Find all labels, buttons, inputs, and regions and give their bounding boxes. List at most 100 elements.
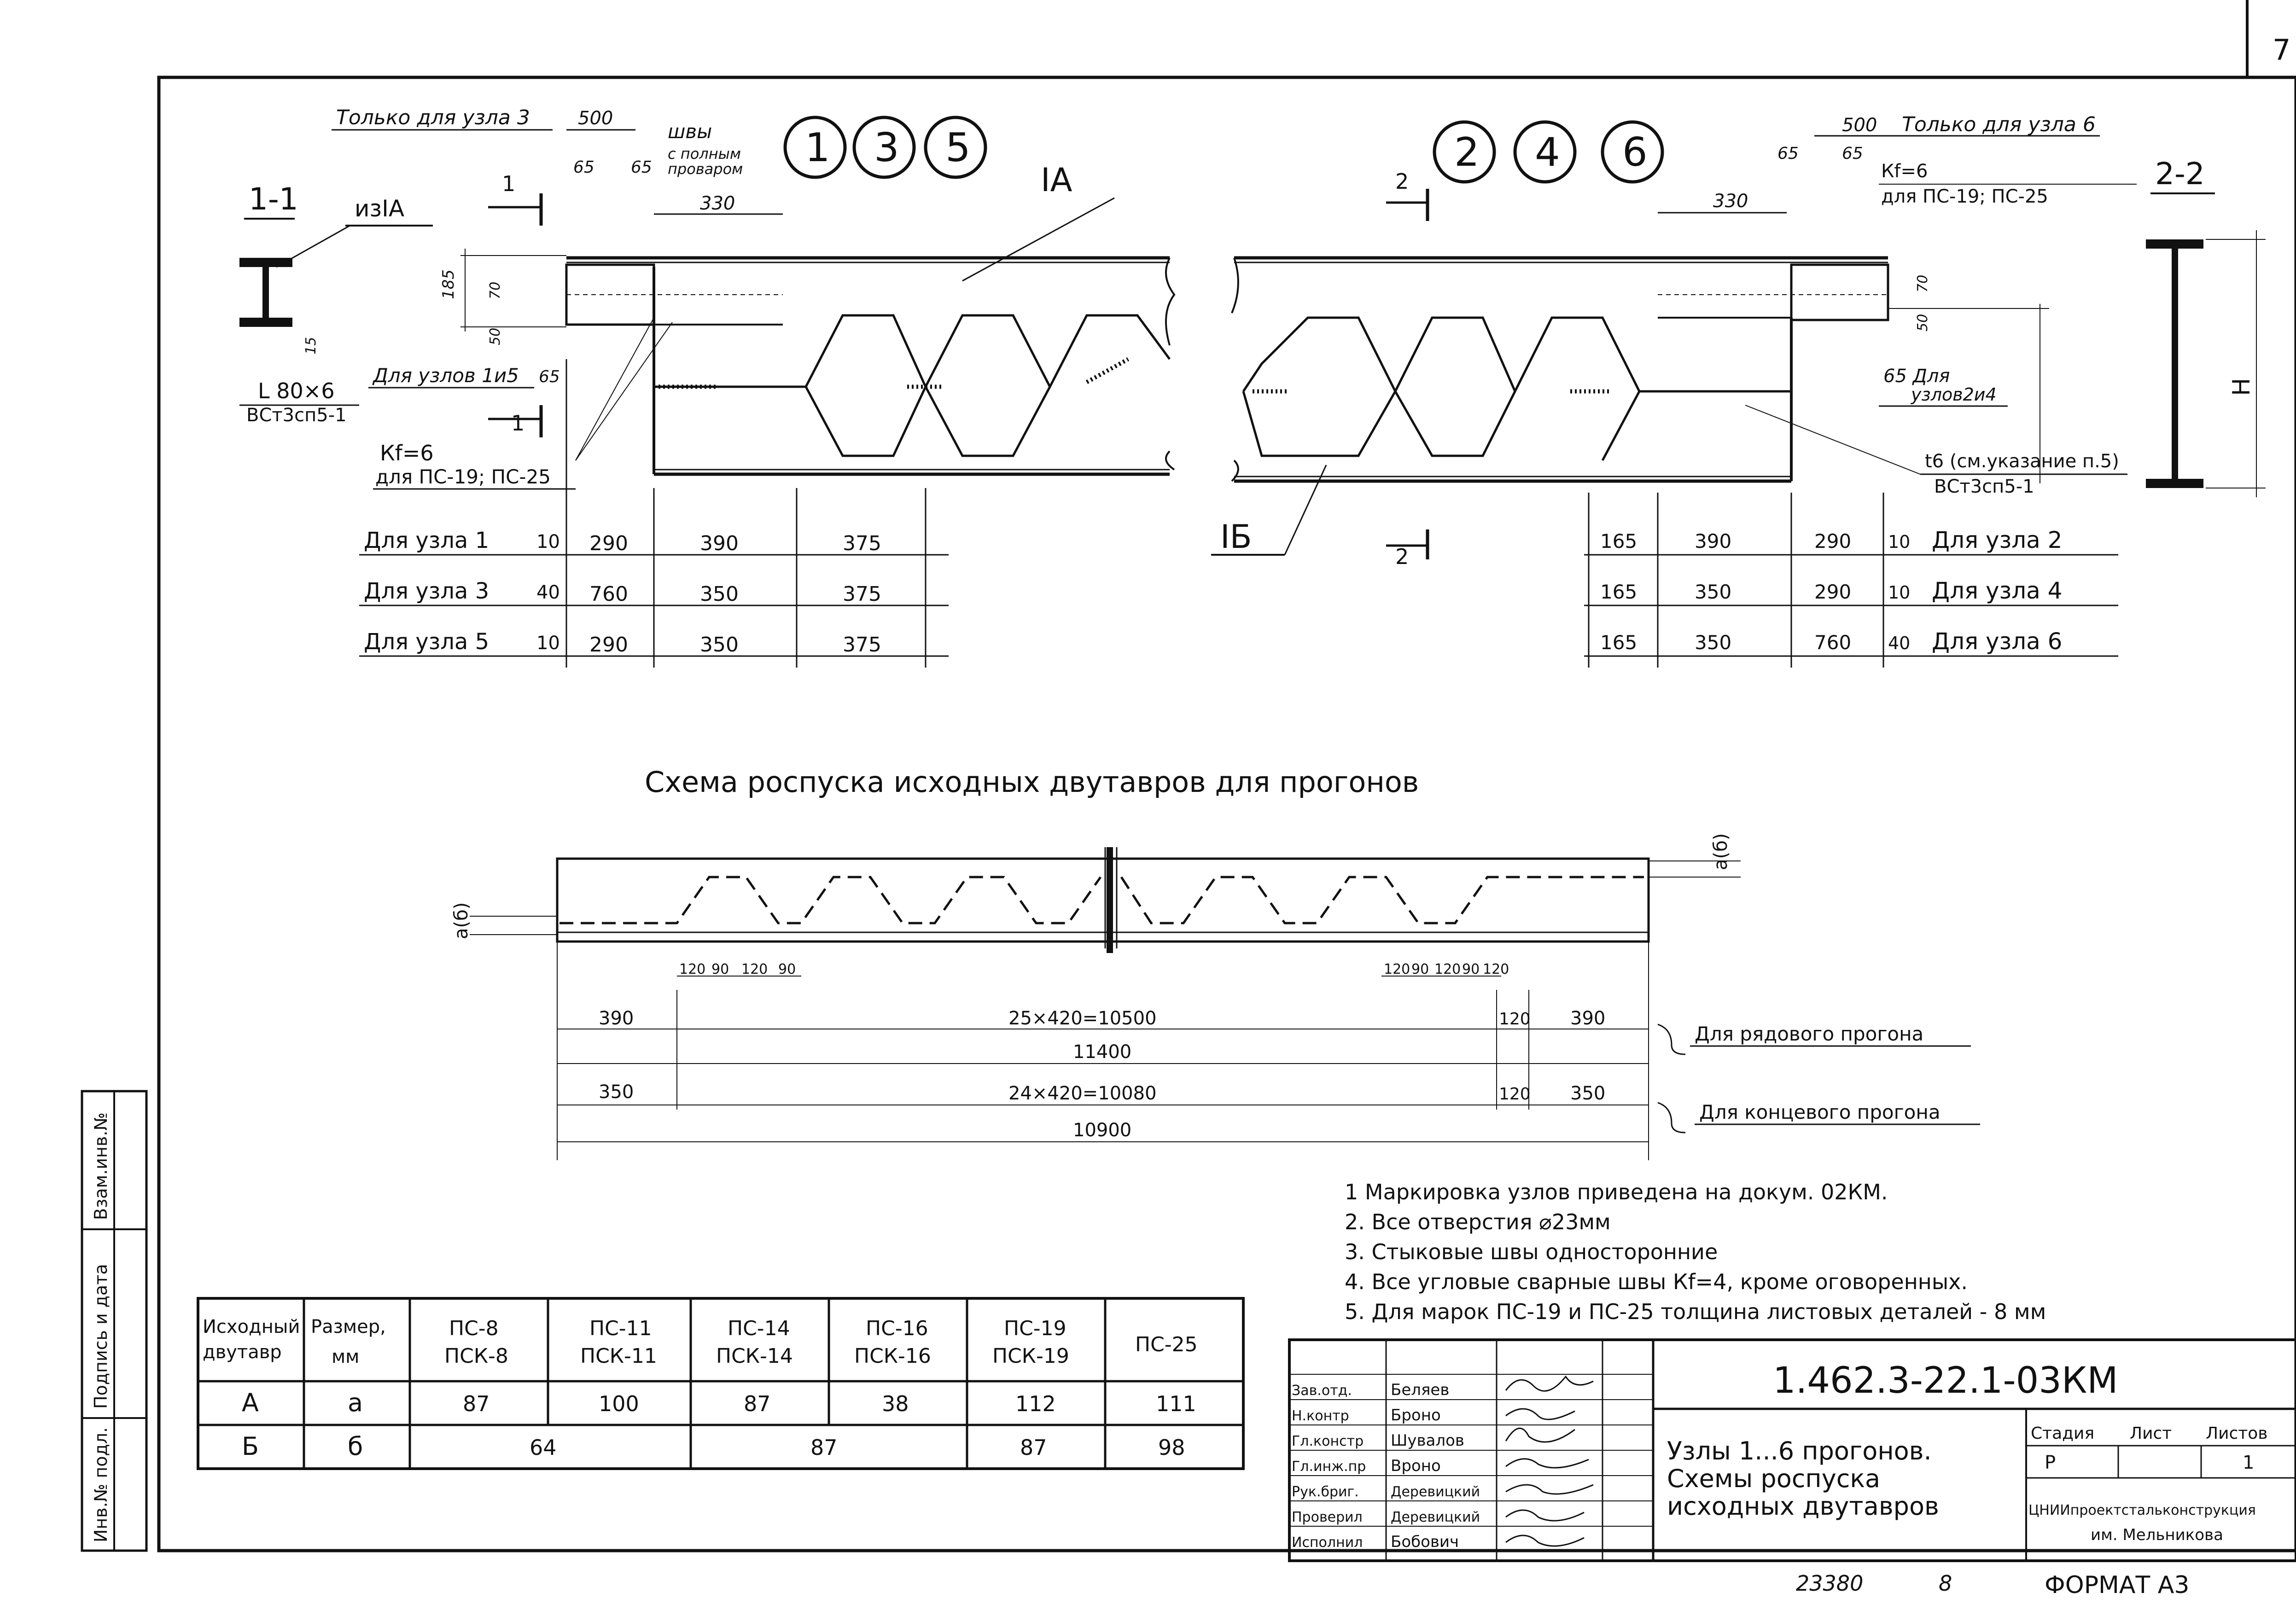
left-row1-d: 375 <box>843 532 881 555</box>
dim-50-right: 50 <box>1915 314 1931 331</box>
steel-grade-a: ВСт3сп5-1 <box>246 405 347 426</box>
left-row3-label: Для узла 5 <box>364 629 489 655</box>
rb-3: 87 <box>810 1435 838 1460</box>
name-2: Шувалов <box>1391 1431 1464 1450</box>
dim-70-right: 70 <box>1915 275 1931 292</box>
doc-code: 1.462.3-22.1-03КМ <box>1773 1360 2118 1401</box>
ra-6: 112 <box>1015 1391 1056 1416</box>
section-1-mark-b: 1 <box>511 411 524 436</box>
note-2: 2. Все отверстия ⌀23мм <box>1345 1209 1611 1234</box>
section-1-mark: 1 <box>502 171 515 196</box>
rb-2: 64 <box>530 1435 557 1460</box>
section-2-mark-b: 2 <box>1395 544 1409 569</box>
weld-note-1: швы <box>668 120 712 143</box>
side-stamp: Взам.инв.№ Подпись и дата Инв.№ подл. <box>81 1090 148 1552</box>
left-row2-c: 350 <box>700 582 739 606</box>
small-dims: 120 90 120 90 120 90 120 90 120 <box>677 961 1509 977</box>
right-row2-c: 290 <box>1814 581 1851 603</box>
right-row3-c: 760 <box>1814 631 1851 654</box>
left-row2-d: 375 <box>843 582 881 606</box>
row2-r1: 120 <box>1499 1085 1531 1104</box>
row2-left: 350 <box>599 1081 634 1103</box>
steel-grade-b: ВСт3сп5-1 <box>1934 476 2034 497</box>
only-for-node-6: Только для узла 6 <box>1902 113 2096 136</box>
left-dim-table: Для узла 1 10 290 390 375 Для узла 3 40 … <box>359 359 949 668</box>
left-row1-b: 290 <box>589 532 628 555</box>
stage-value: Р <box>2045 1452 2056 1473</box>
node-num-1: 1 <box>805 125 830 171</box>
right-row1-label: Для узла 2 <box>1932 527 2062 553</box>
for-ps-left: для ПС-19; ПС-25 <box>375 465 551 488</box>
right-row1-d: 10 <box>1888 532 1910 552</box>
ra-5: 38 <box>882 1391 909 1416</box>
node-circle-3 <box>852 116 916 179</box>
notes: 1 Маркировка узлов приведена на докум. 0… <box>1345 1180 2046 1324</box>
left-row2-a: 40 <box>536 582 560 603</box>
th-7a: ПС-25 <box>1135 1333 1198 1356</box>
for-ps-right: для ПС-19; ПС-25 <box>1881 186 2048 207</box>
rb-0: Б <box>242 1432 259 1461</box>
role-6: Исполнил <box>1292 1535 1363 1551</box>
row1-total: 11400 <box>1073 1041 1131 1063</box>
row2-total: 10900 <box>1073 1120 1131 1141</box>
sheets-header: Листов <box>2206 1424 2267 1443</box>
th-1a: Размер, <box>311 1316 386 1337</box>
from-IA: изIA <box>355 195 404 222</box>
side-stamp-sign: Подпись и дата <box>91 1264 111 1409</box>
beam-IB <box>1231 256 1889 483</box>
dim-70-left: 70 <box>487 282 503 299</box>
left-row1-c: 390 <box>700 532 739 555</box>
row2-mid: 24×420=10080 <box>1008 1083 1157 1104</box>
beam-IA <box>565 256 1176 476</box>
right-row2-b: 350 <box>1695 581 1731 603</box>
right-row1-c: 290 <box>1814 530 1851 552</box>
node-circle-2 <box>1433 120 1496 184</box>
node-num-4: 4 <box>1535 129 1560 175</box>
plate-t6: t6 (см.указание п.5) <box>1925 451 2119 472</box>
name-5: Деревицкий <box>1391 1509 1480 1525</box>
for-nodes-1-5: Для узлов 1и5 <box>372 364 519 387</box>
node-num-5: 5 <box>945 125 971 171</box>
left-row3-b: 290 <box>589 633 628 657</box>
right-row1-b: 390 <box>1695 530 1731 552</box>
role-2: Гл.констр <box>1292 1433 1364 1449</box>
title-line-3: исходных двутавров <box>1667 1492 1939 1521</box>
dim-50-left: 50 <box>487 328 503 345</box>
weld-note-2: с полным <box>668 145 741 163</box>
th-5a: ПС-16 <box>866 1317 928 1340</box>
org-line-2: им. Мельникова <box>2091 1526 2223 1544</box>
ra-4: 87 <box>744 1391 771 1416</box>
name-3: Вроно <box>1391 1457 1441 1475</box>
right-row2-label: Для узла 4 <box>1932 577 2062 604</box>
th-3a: ПС-11 <box>589 1317 652 1340</box>
role-1: Н.контр <box>1292 1408 1349 1424</box>
name-6: Бобович <box>1391 1533 1459 1551</box>
dim-330-right: 330 <box>1713 191 1748 212</box>
right-row3-b: 350 <box>1695 631 1731 654</box>
node-circle-4 <box>1513 120 1577 184</box>
left-row3-c: 350 <box>700 633 739 657</box>
sheet-frame: 7 <box>157 0 2296 1552</box>
ra-7: 111 <box>1156 1391 1196 1416</box>
row2-note: Для концевого прогона <box>1699 1101 1941 1123</box>
th-5b: ПСК-16 <box>854 1344 931 1368</box>
role-4: Рук.бриг. <box>1292 1484 1359 1500</box>
row1-r2: 390 <box>1570 1008 1605 1029</box>
left-node: Только для узла 3 500 65 65 швы с полным… <box>239 106 1176 668</box>
name-1: Броно <box>1391 1406 1441 1424</box>
dim-65-right-b: 65 <box>1842 144 1863 163</box>
th-0b: двутавр <box>203 1342 282 1363</box>
right-node: 2 4 6 500 Только для узла 6 65 65 Кf=6 д… <box>1211 113 2266 668</box>
left-row1-a: 10 <box>536 531 560 552</box>
right-row3-label: Для узла 6 <box>1932 628 2062 655</box>
page-number: 7 <box>2273 33 2290 67</box>
side-stamp-inv: Инв.№ подл. <box>91 1427 111 1542</box>
sd-l-3: 90 <box>778 961 796 977</box>
node-circle-6 <box>1601 120 1664 184</box>
row2-r2: 350 <box>1570 1083 1605 1104</box>
doc-ref: 23380 <box>1796 1571 1863 1596</box>
sd-r-0: 120 <box>1384 961 1410 977</box>
title-line-1: Узлы 1...6 прогонов. <box>1667 1436 1932 1465</box>
kf6-left: Кf=6 <box>380 441 434 465</box>
